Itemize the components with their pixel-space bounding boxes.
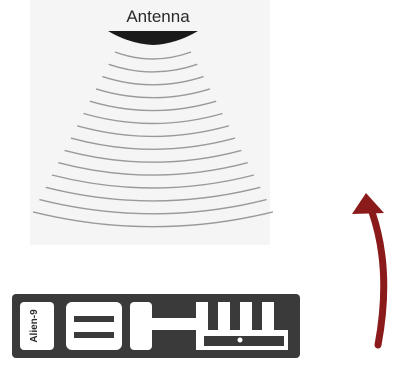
tag-meander-gap <box>204 336 284 346</box>
transmission-arrow <box>352 193 384 345</box>
arrow-shaft <box>372 212 384 345</box>
tag-trace-bridge <box>150 318 196 330</box>
arrow-head <box>352 193 384 214</box>
tag-connector <box>130 302 152 350</box>
antenna-label: Antenna <box>108 7 208 27</box>
tag-loop-outer <box>66 302 122 350</box>
rfid-tag: Alien-9 <box>12 294 300 358</box>
tag-loop-slot-top <box>74 316 114 322</box>
tag-inlay-text: Alien-9 <box>29 309 40 343</box>
tag-loop-slot-bottom <box>74 332 114 338</box>
tag-chip <box>238 338 243 343</box>
